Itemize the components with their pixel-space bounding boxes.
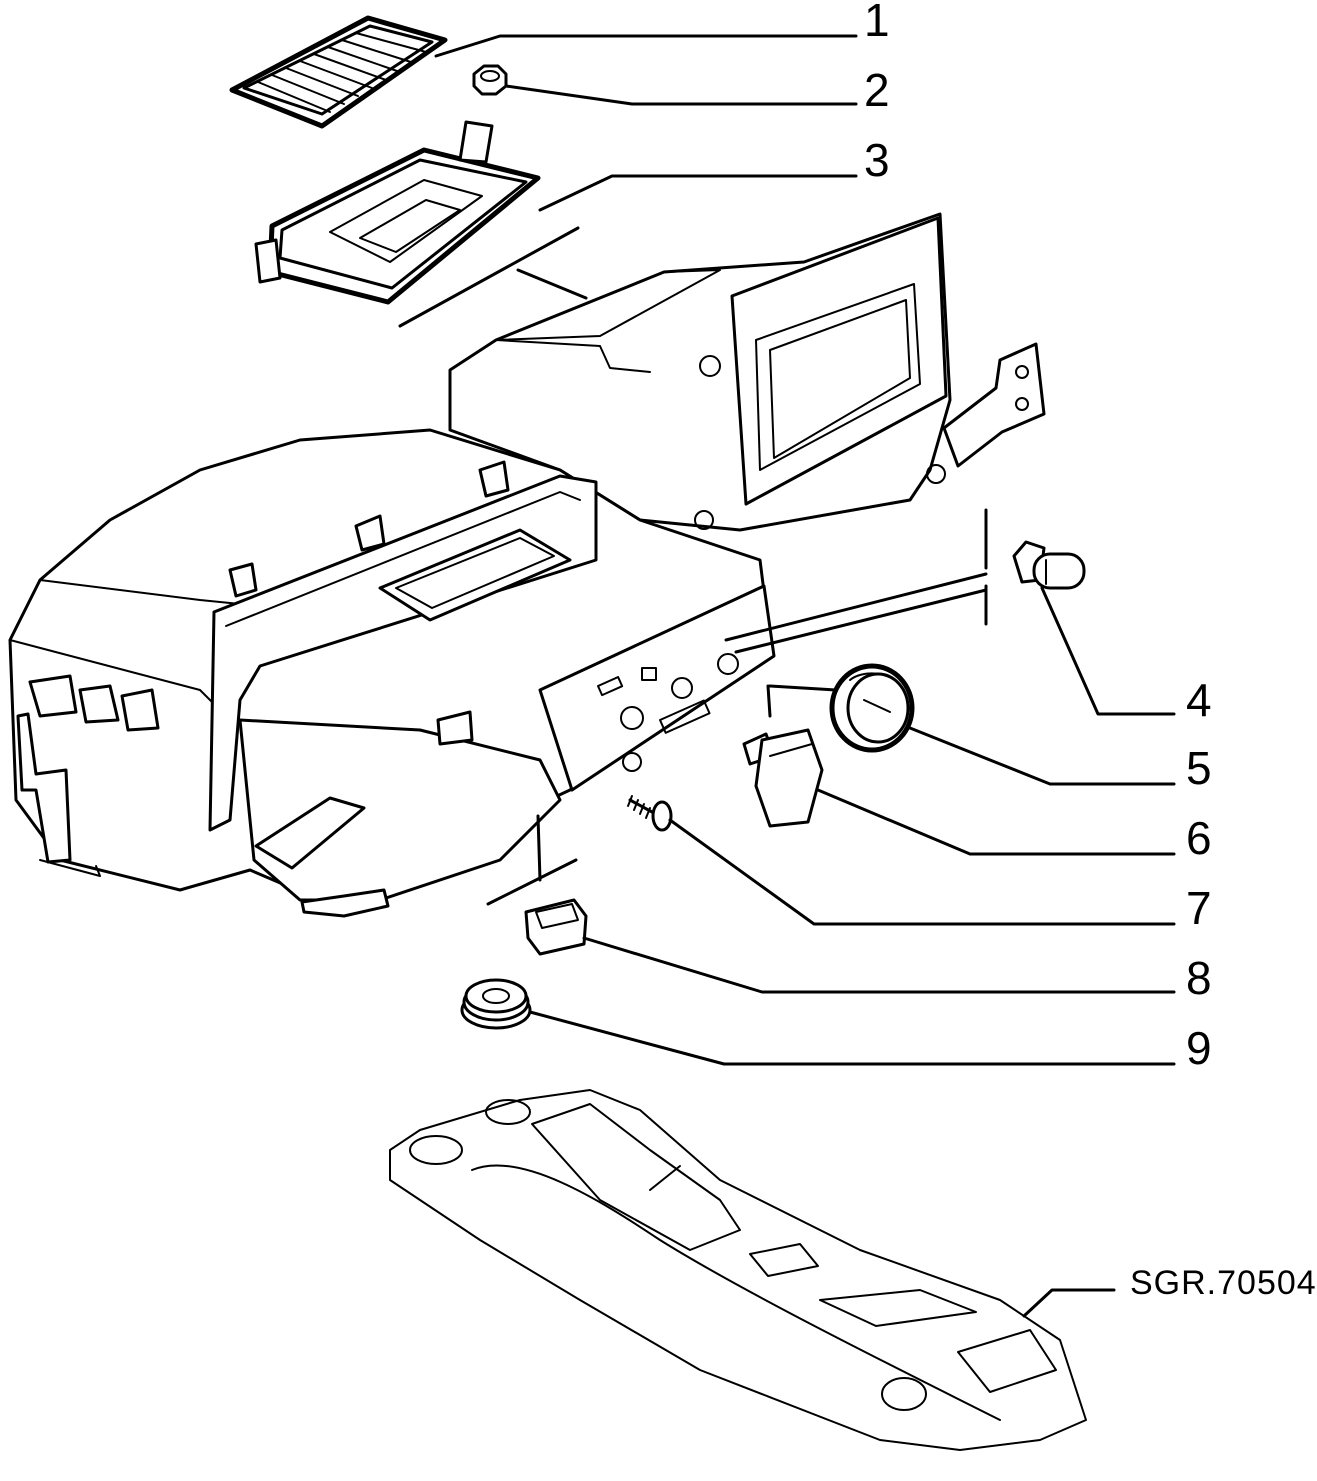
part-bulb [1012,540,1086,590]
callout-5: 5 [1186,742,1212,794]
callout-9: 9 [1186,1022,1212,1074]
leader-lines [434,34,1176,1318]
cut-lines-top [398,226,588,328]
callout-numbers: 1 2 3 4 5 6 7 8 9 [864,0,1212,1074]
part-cabin-filter [229,15,448,129]
callout-8: 8 [1186,952,1212,1004]
callout-6: 6 [1186,812,1212,864]
callout-1: 1 [864,0,890,46]
part-filter-housing [254,120,541,305]
part-grommet [460,978,532,1030]
part-clip [524,898,588,956]
part-nut [472,64,508,96]
heater-unit-assembly [8,212,1046,918]
center-console [389,1089,1087,1451]
part-knob [829,663,915,753]
part-screw [627,795,673,832]
callout-7: 7 [1186,882,1212,934]
part-switch-knob [742,728,824,828]
callout-3: 3 [864,134,890,186]
reference-code: SGR.70504 [1130,1264,1317,1302]
cut-lines-panel [486,508,988,906]
callout-4: 4 [1186,674,1212,726]
callout-2: 2 [864,64,890,116]
